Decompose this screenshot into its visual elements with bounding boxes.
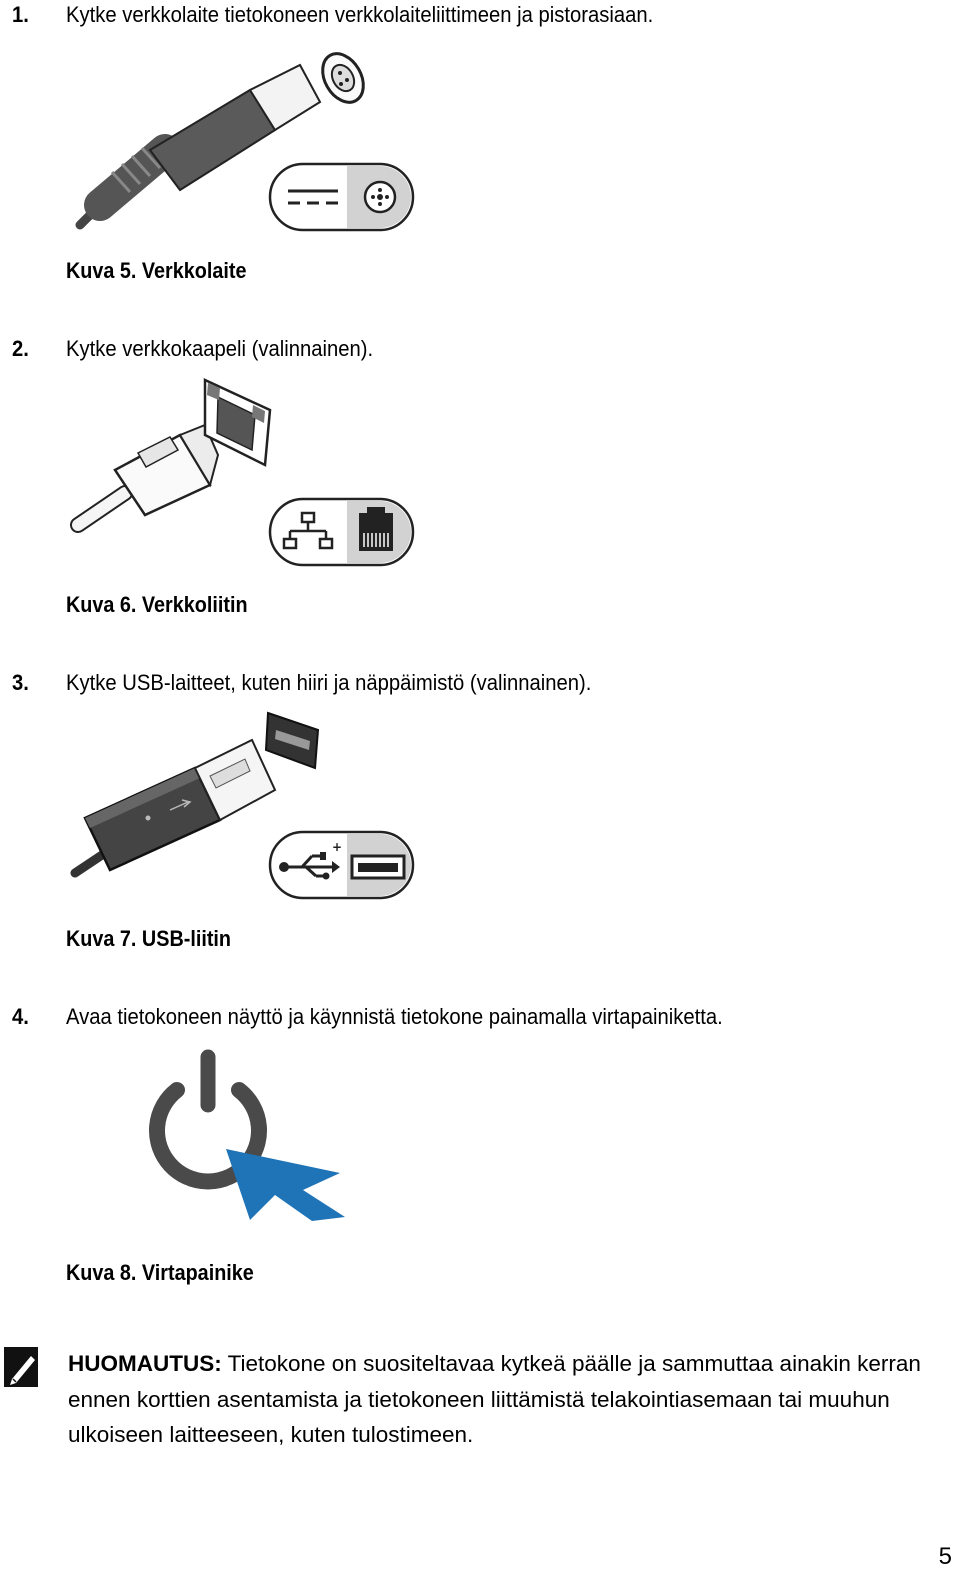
figure-caption: Kuva 5. Verkkolaite [66, 258, 247, 283]
figure-caption: Kuva 8. Virtapainike [66, 1260, 254, 1285]
step-text: Kytke verkkolaite tietokoneen verkkolait… [66, 2, 654, 27]
step-number: 4. [12, 1004, 29, 1029]
svg-text:+: + [332, 840, 342, 854]
note-paragraph: HUOMAUTUS: Tietokone on suositeltavaa ky… [68, 1346, 938, 1453]
note-pencil-icon [4, 1347, 38, 1387]
note-label: HUOMAUTUS: [68, 1351, 222, 1376]
usb-connector-illustration: + [70, 711, 415, 900]
figure-caption: Kuva 6. Verkkoliitin [66, 592, 248, 617]
cursor-arrow-icon [226, 1149, 345, 1221]
note-text: Tietokone on suositeltavaa kytkeä päälle… [68, 1351, 921, 1447]
step-text: Avaa tietokoneen näyttö ja käynnistä tie… [66, 1004, 723, 1029]
figure-caption: Kuva 7. USB-liitin [66, 926, 232, 951]
step-number: 1. [12, 2, 29, 27]
power-adapter-illustration [75, 52, 415, 232]
network-cable-illustration [70, 378, 415, 567]
step-text: Kytke verkkokaapeli (valinnainen). [66, 336, 374, 361]
page-number: 5 [938, 1543, 952, 1570]
step-number: 2. [12, 336, 29, 361]
step-number: 3. [12, 670, 29, 695]
step-text: Kytke USB-laitteet, kuten hiiri ja näppä… [66, 670, 592, 695]
power-button-illustration [149, 1049, 345, 1221]
